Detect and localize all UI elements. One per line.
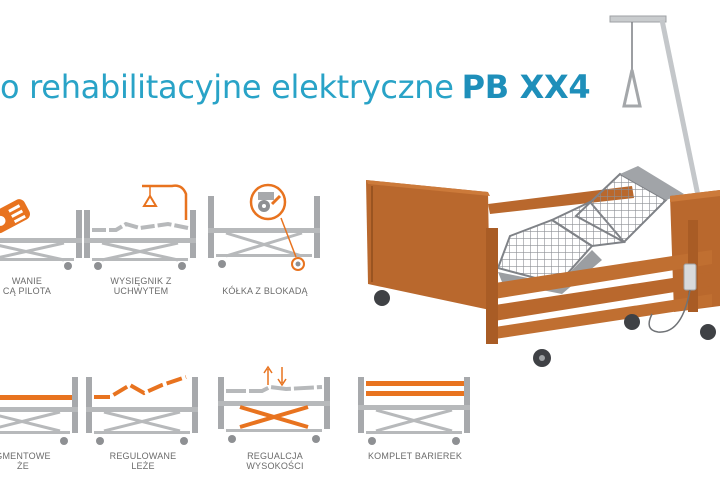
feature-lifting-pole: WYSIĘGNIK Z UCHWYTEM [82,180,200,296]
model-name: PB XX4 [461,68,591,106]
height-adjustment-icon [218,365,330,443]
feature-segmented-platform: GMENTOWE ŻE [0,355,82,471]
feature-label: GMENTOWE ŻE [0,451,51,471]
feature-label: WANIE CĄ PILOTA [2,276,52,296]
hand-control [683,263,697,291]
title-text: o rehabilitacyjne elektryczne [0,68,454,106]
feature-label: WYSIĘGNIK Z UCHWYTEM [110,276,172,296]
feature-label: REGUALCJA WYSOKOŚCI [246,451,304,471]
feature-remote-control: WANIE CĄ PILOTA [0,180,86,296]
bed-illustration [366,15,720,367]
headboard [366,180,490,310]
feature-adjustable-platform: REGULOWANE LEŻE [84,355,202,471]
feature-locking-wheel: KÓŁKA Z BLOKADĄ [206,180,324,296]
feature-side-rails: KOMPLET BARIEREK [356,355,474,470]
locking-wheel-icon [208,183,320,271]
feature-label: KÓŁKA Z BLOKADĄ [222,286,308,296]
segmented-mattress-platform-icon [0,377,78,445]
feature-label: KOMPLET BARIEREK [367,451,463,461]
side-rails-icon [358,377,470,445]
mattress-platform [496,166,684,294]
feature-label: REGULOWANE LEŻE [109,451,177,471]
lifting-pole-icon [84,184,196,270]
remote-control-icon [0,199,82,270]
feature-height-adjustment: REGUALCJA WYSOKOŚCI [216,355,334,471]
adjustable-platform-icon [86,375,198,445]
wheels [374,290,716,367]
